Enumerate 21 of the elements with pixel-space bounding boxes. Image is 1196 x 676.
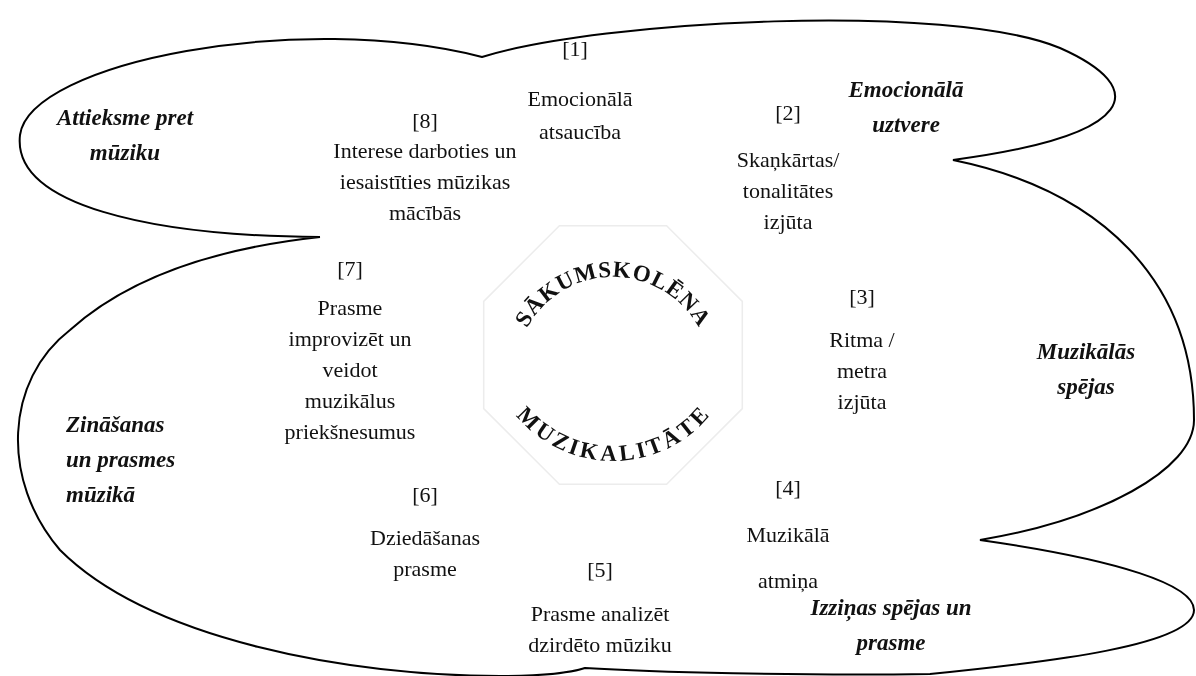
item-label: Interese darboties un iesaistīties mūzikas mācībās (332, 137, 518, 227)
item-label: Dziedāšanas prasme (369, 524, 481, 583)
item-label: Skaņkārtas/ tonalitātes izjūta (735, 146, 841, 236)
category-label: Attieksme pret mūziku (55, 104, 195, 167)
item-number: [2] (774, 99, 802, 127)
item-number: [5] (586, 556, 614, 584)
item-number: [8] (411, 107, 439, 135)
item-label: Emocionālā atsaucība (526, 85, 634, 146)
item-label: Prasme analizēt dzirdēto mūziku (527, 600, 673, 659)
item-number: [1] (561, 35, 589, 63)
item-number: [7] (336, 255, 364, 283)
item-number: [4] (774, 474, 802, 502)
item-label: Ritma / metra izjūta (828, 326, 896, 416)
item-label: Muzikālā atmiņa (745, 521, 831, 595)
category-label: Muzikālās spējas (1035, 338, 1137, 401)
item-label: Prasme improvizēt un veidot muzikālus priekšnesumus (283, 294, 417, 446)
category-label: Zināšanas un prasmes mūzikā (66, 411, 177, 509)
item-number: [6] (411, 481, 439, 509)
category-label: Izziņas spējas un prasme (809, 594, 973, 657)
category-label: Emocionālā uztvere (847, 76, 965, 139)
item-number: [3] (848, 283, 876, 311)
